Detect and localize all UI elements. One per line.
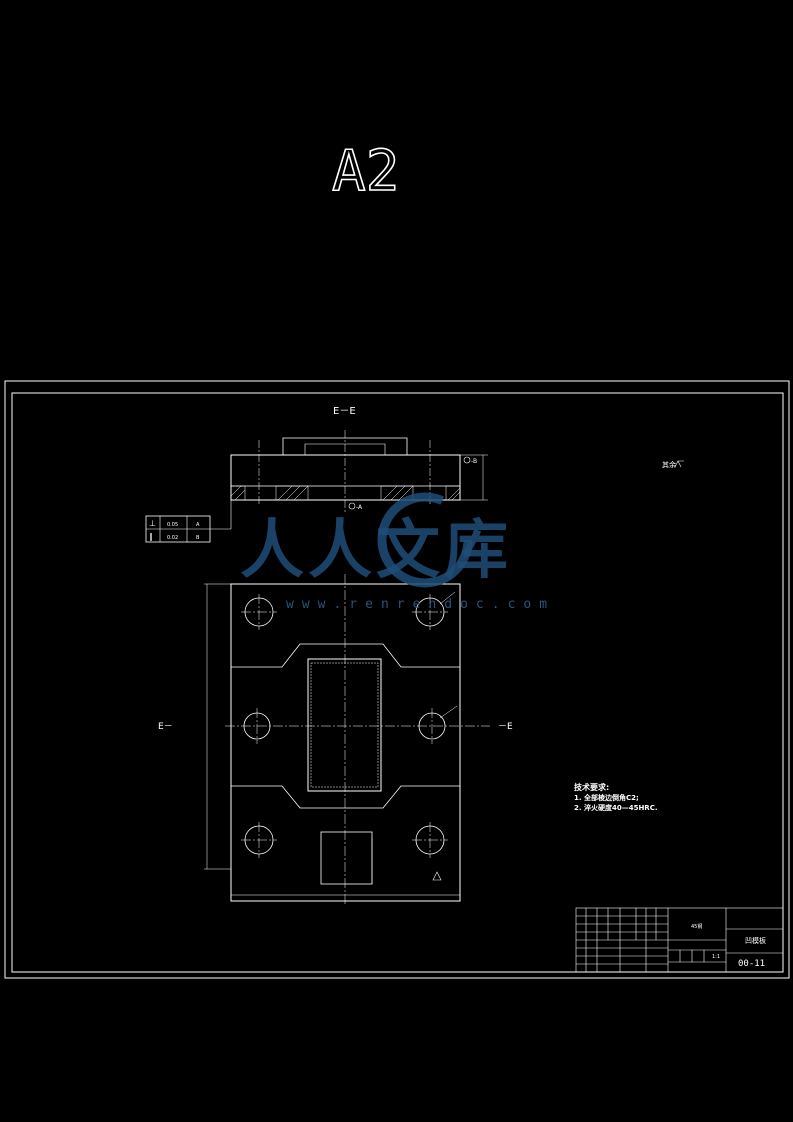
tech-req-item-2: 2. 淬火硬度40—45HRC. [574,803,658,812]
watermark-url: www.renrendoc.com [286,597,555,612]
inner-border [11,392,784,973]
watermark: 人人文库 www.renrendoc.com [240,492,555,612]
title-block-part-name: 凹模板 [745,936,766,945]
roughness-note: 其余 [662,460,676,469]
watermark-text: 人人文库 [240,514,512,588]
tol-datum-2: B [196,535,200,541]
section-cut-right: －E [498,722,513,732]
section-title: E－E [333,406,356,417]
datum-b-label: -B [471,458,477,465]
datum-a-label: -A [356,504,363,511]
tolerance-frame: ⊥ 0.05 A ∥ 0.02 B [145,500,232,543]
tol-datum-1: A [196,522,200,528]
title-block-scale: 1:1 [712,954,720,960]
watermark-logo-ring [377,492,473,588]
title-block-material: 45钢 [691,923,702,930]
technical-requirements: 技术要求: 1. 全部棱边倒角C2; 2. 淬火硬度40—45HRC. [574,782,658,812]
title-block-drawing-number: 00-11 [738,959,765,969]
outer-border [4,380,790,979]
sheet-size-label: A2 [332,139,399,204]
section-cut-left: E－ [158,722,173,732]
tol-symbol-2: ∥ [149,532,153,541]
section-view: E－E -B -A 其 [230,406,684,512]
tech-req-item-1: 1. 全部棱边倒角C2; [574,793,639,802]
tol-value-1: 0.05 [167,522,178,528]
tol-value-2: 0.02 [167,535,178,541]
tol-symbol-1: ⊥ [149,519,156,528]
plan-view [204,583,461,902]
title-block [575,907,784,973]
tech-req-heading: 技术要求: [574,782,609,792]
